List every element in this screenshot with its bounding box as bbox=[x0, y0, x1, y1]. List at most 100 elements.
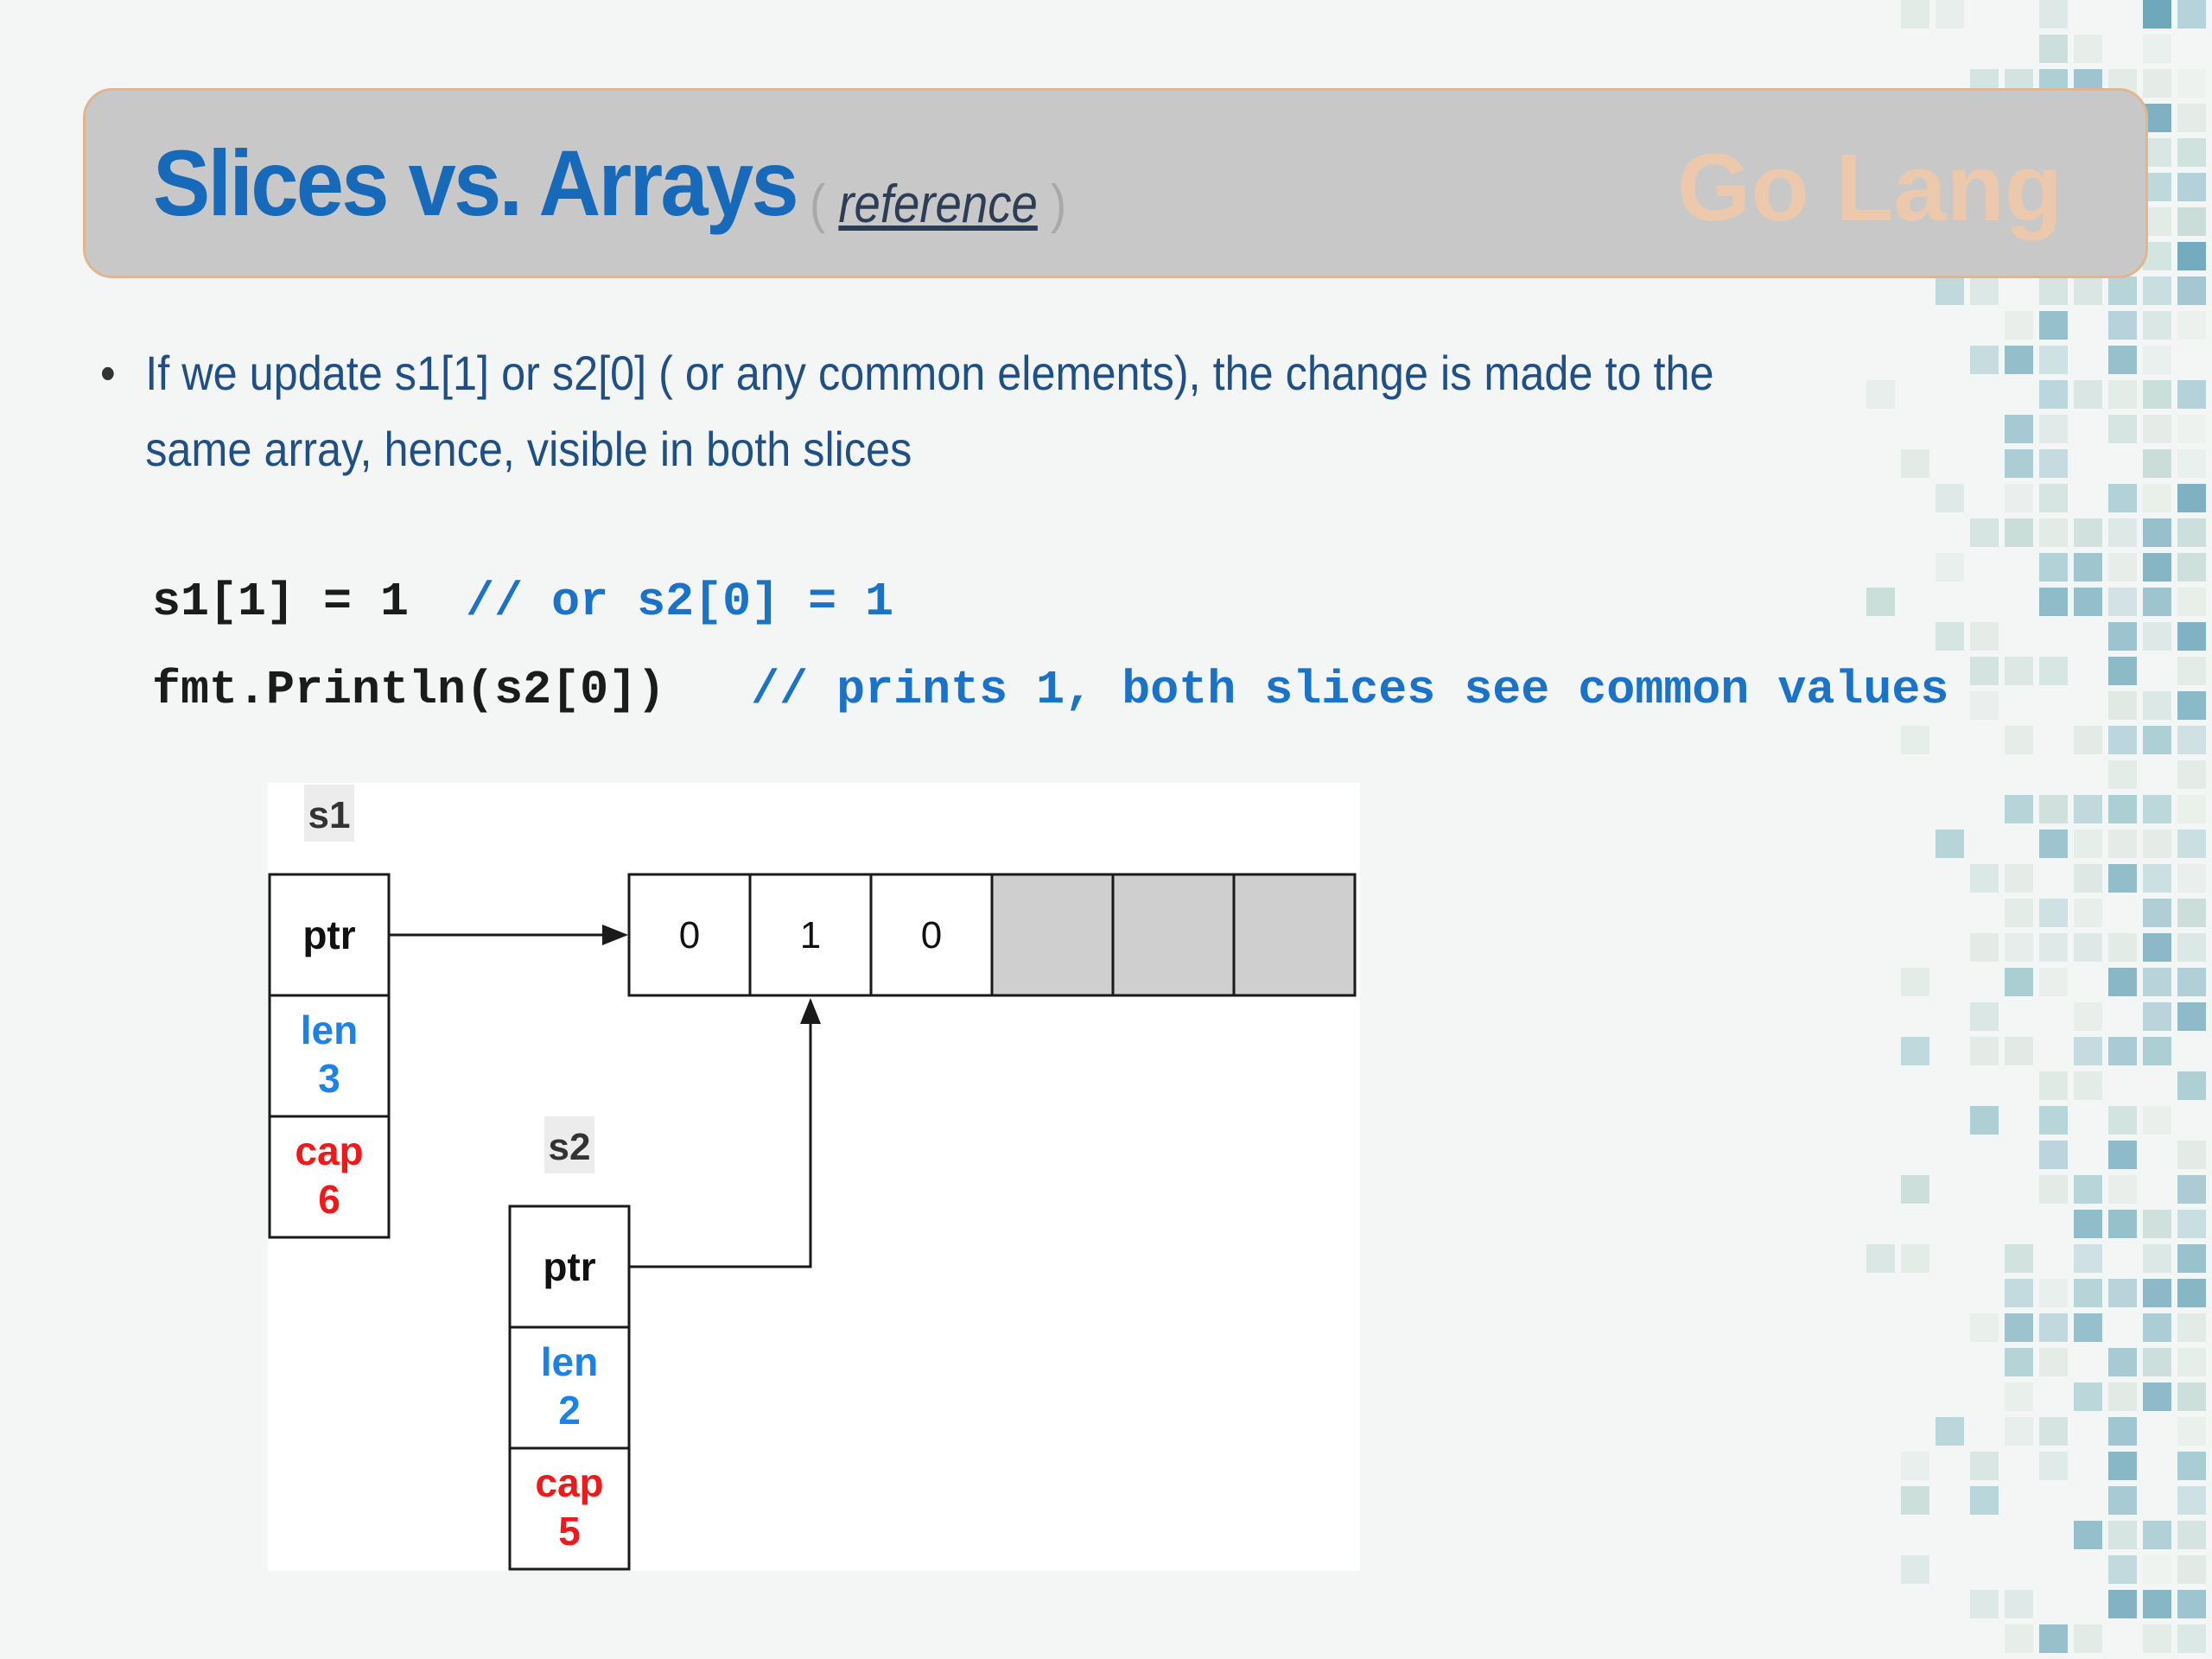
mosaic-tile bbox=[2005, 346, 2033, 374]
reference-note: ( reference ) bbox=[810, 174, 1066, 235]
mosaic-tile bbox=[2039, 933, 2068, 962]
mosaic-tile bbox=[2143, 1624, 2171, 1653]
mosaic-tile bbox=[1901, 449, 1929, 478]
mosaic-tile bbox=[2074, 1279, 2102, 1307]
mosaic-tile bbox=[2074, 1313, 2102, 1342]
mosaic-tile bbox=[2039, 968, 2068, 996]
mosaic-tile bbox=[2143, 1244, 2171, 1273]
mosaic-tile bbox=[2177, 1313, 2206, 1342]
mosaic-tile bbox=[1970, 1590, 1999, 1618]
mosaic-tile bbox=[2143, 1210, 2171, 1238]
mosaic-tile bbox=[2039, 795, 2068, 823]
mosaic-tile bbox=[2005, 1348, 2033, 1376]
mosaic-tile bbox=[2039, 311, 2068, 340]
mosaic-tile bbox=[2143, 691, 2171, 720]
s2-header-len-label: len bbox=[541, 1339, 598, 1384]
mosaic-tile bbox=[2108, 276, 2137, 305]
mosaic-tile bbox=[2177, 1452, 2206, 1480]
mosaic-tile bbox=[2039, 346, 2068, 374]
mosaic-tile bbox=[2108, 1555, 2137, 1584]
mosaic-tile bbox=[1901, 1175, 1929, 1204]
mosaic-tile bbox=[2177, 1486, 2206, 1515]
mosaic-tile bbox=[2005, 657, 2033, 685]
mosaic-tile bbox=[2108, 1348, 2137, 1376]
mosaic-tile bbox=[1970, 622, 1999, 651]
ref-open-paren: ( bbox=[810, 175, 826, 234]
array-cell: 1 bbox=[748, 873, 873, 997]
mosaic-tile bbox=[1936, 553, 1964, 582]
s2-header-len-value: 2 bbox=[558, 1388, 581, 1433]
mosaic-tile bbox=[2005, 1590, 2033, 1618]
mosaic-tile bbox=[2143, 484, 2171, 512]
code-statement-2: fmt.Println(s2[0]) bbox=[152, 663, 752, 717]
mosaic-tile bbox=[2177, 691, 2206, 720]
mosaic-tile bbox=[2039, 380, 2068, 409]
mosaic-tile bbox=[2177, 795, 2206, 823]
mosaic-tile bbox=[1970, 1452, 1999, 1480]
mosaic-tile bbox=[2074, 380, 2102, 409]
page-title: Slices vs. Arrays bbox=[153, 130, 799, 235]
s2-header-cap-field bbox=[508, 1446, 631, 1571]
code-line-1: s1[1] = 1 // or s2[0] = 1 bbox=[152, 574, 893, 631]
mosaic-tile bbox=[2108, 864, 2137, 893]
mosaic-tile bbox=[2177, 1244, 2206, 1273]
mosaic-tile bbox=[2177, 207, 2206, 236]
mosaic-tile bbox=[2005, 1624, 2033, 1653]
mosaic-tile bbox=[2143, 1002, 2171, 1031]
mosaic-tile bbox=[2005, 311, 2033, 340]
mosaic-tile bbox=[2108, 622, 2137, 651]
mosaic-tile bbox=[2143, 622, 2171, 651]
array-cell-box bbox=[748, 873, 873, 997]
mosaic-tile bbox=[1936, 484, 1964, 512]
s1-header-ptr-label: ptr bbox=[302, 912, 355, 957]
mosaic-tile bbox=[2005, 1244, 2033, 1273]
mosaic-tile bbox=[2005, 1279, 2033, 1307]
mosaic-tile bbox=[2177, 276, 2206, 305]
code-comment-1: // or s2[0] = 1 bbox=[466, 575, 894, 629]
mosaic-tile bbox=[2143, 933, 2171, 962]
mosaic-tile bbox=[2177, 933, 2206, 962]
mosaic-tile bbox=[1970, 1002, 1999, 1031]
mosaic-tile bbox=[2108, 1037, 2137, 1065]
mosaic-tile bbox=[2039, 1452, 2068, 1480]
mosaic-tile bbox=[2177, 657, 2206, 685]
mosaic-tile bbox=[2005, 968, 2033, 996]
mosaic-tile bbox=[2177, 518, 2206, 547]
s2-header-cap-value: 5 bbox=[558, 1509, 581, 1554]
mosaic-tile bbox=[1970, 864, 1999, 893]
mosaic-tile bbox=[2177, 242, 2206, 270]
reference-link[interactable]: reference bbox=[838, 175, 1038, 234]
mosaic-tile bbox=[1936, 830, 1964, 858]
mosaic-tile bbox=[2108, 1382, 2137, 1411]
array-cell-box bbox=[869, 873, 994, 997]
s1-header-len-label: len bbox=[301, 1007, 358, 1052]
mosaic-tile bbox=[2039, 657, 2068, 685]
mosaic-tile bbox=[2039, 1313, 2068, 1342]
s1-header-cap-value: 6 bbox=[318, 1177, 340, 1222]
mosaic-tile bbox=[2143, 588, 2171, 616]
s1-header-name: s1 bbox=[308, 794, 351, 836]
mosaic-tile bbox=[2177, 968, 2206, 996]
brand-watermark: Go Lang bbox=[1676, 135, 2063, 241]
mosaic-tile bbox=[1970, 1106, 1999, 1135]
mosaic-tile bbox=[2143, 1106, 2171, 1135]
code-line-2: fmt.Println(s2[0]) // prints 1, both sli… bbox=[152, 662, 1948, 719]
mosaic-tile bbox=[1970, 1037, 1999, 1065]
mosaic-tile bbox=[2143, 1313, 2171, 1342]
mosaic-tile bbox=[2108, 795, 2137, 823]
code-comment-2: // prints 1, both slices see common valu… bbox=[751, 663, 1949, 717]
mosaic-tile bbox=[2177, 0, 2206, 29]
mosaic-tile bbox=[2108, 1417, 2137, 1446]
mosaic-tile bbox=[2108, 553, 2137, 582]
mosaic-tile bbox=[2177, 1175, 2206, 1204]
mosaic-tile bbox=[2108, 760, 2137, 789]
mosaic-tile bbox=[2143, 1521, 2171, 1549]
s2-ptr-arrow bbox=[629, 998, 821, 1268]
mosaic-tile bbox=[2074, 1624, 2102, 1653]
array-cell-box bbox=[627, 873, 752, 997]
mosaic-tile bbox=[2177, 1521, 2206, 1549]
mosaic-tile bbox=[2177, 1071, 2206, 1100]
